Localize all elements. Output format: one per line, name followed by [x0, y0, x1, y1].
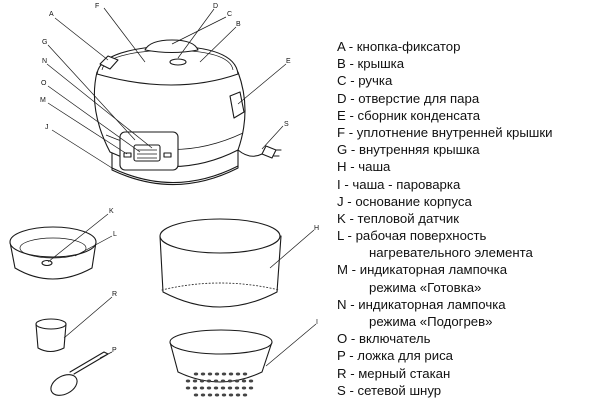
callout-g: G	[42, 39, 47, 46]
steamer-hole	[228, 393, 234, 397]
callout-o: O	[41, 80, 47, 87]
callout-p: P	[112, 347, 117, 354]
legend-item: C - ручка	[337, 73, 393, 89]
callout-h: H	[314, 225, 319, 232]
steamer-hole	[221, 372, 227, 376]
steamer-hole	[213, 386, 219, 390]
steamer-hole	[206, 386, 212, 390]
steamer-hole	[235, 372, 241, 376]
steamer-hole	[235, 393, 241, 397]
callout-f: F	[95, 3, 99, 10]
condensate-collector	[229, 91, 245, 119]
steamer-hole	[242, 393, 248, 397]
steamer-hole	[200, 372, 206, 376]
steamer-hole	[234, 386, 240, 390]
legend-item: H - чаша	[337, 159, 391, 175]
steamer-hole	[185, 379, 191, 383]
steamer-hole	[185, 386, 191, 390]
legend-item: P - ложка для риса	[337, 348, 454, 364]
steamer-hole	[193, 372, 199, 376]
steamer-hole	[227, 379, 233, 383]
legend-item-continuation: нагревательного элемента	[369, 245, 533, 261]
thermal-sensor	[41, 259, 53, 267]
leader-lines	[46, 7, 317, 367]
lock-button	[99, 55, 119, 70]
callout-n: N	[42, 58, 47, 65]
legend-item: O - включатель	[337, 331, 431, 347]
cook-indicator	[123, 152, 132, 158]
steamer-hole	[248, 386, 254, 390]
plug	[261, 145, 277, 159]
heating-plate-rim	[9, 226, 97, 258]
steamer-hole	[228, 372, 234, 376]
legend-item: L - рабочая поверхность	[337, 228, 487, 244]
legend-item: D - отверстие для пара	[337, 90, 480, 106]
callout-r: R	[112, 291, 117, 298]
legend-item: G - внутренняя крышка	[337, 142, 480, 158]
steamer-hole	[199, 379, 205, 383]
steamer-hole	[214, 393, 220, 397]
callout-s: S	[284, 121, 289, 128]
steam-vent	[169, 58, 187, 66]
legend-item: J - основание корпуса	[337, 193, 472, 209]
steamer-hole	[192, 379, 198, 383]
legend-item: R - мерный стакан	[337, 365, 451, 381]
callout-b: B	[236, 21, 241, 28]
measuring-cup-illustration	[35, 318, 67, 353]
steamer-hole	[248, 379, 254, 383]
steamer-holes	[185, 372, 254, 397]
steamer-hole	[192, 386, 198, 390]
callout-a: A	[49, 11, 54, 18]
heating-plate-illustration	[9, 226, 97, 280]
steamer-hole	[206, 379, 212, 383]
callout-letters: A F D C B E G N O M J S K L R P H I	[40, 3, 319, 354]
callout-i: I	[316, 319, 318, 326]
legend-item-continuation: режима «Готовка»	[369, 279, 482, 295]
legend-item: S - сетевой шнур	[337, 382, 442, 398]
warm-indicator	[163, 152, 172, 158]
cooker-lid	[96, 45, 239, 86]
inner-pot-illustration	[159, 218, 282, 308]
pot-rim	[159, 218, 281, 254]
callout-c: C	[227, 11, 232, 18]
steamer-hole	[241, 379, 247, 383]
legend-item: A - кнопка-фиксатор	[337, 39, 461, 54]
steamer-hole	[207, 372, 213, 376]
legend-item: N - индикаторная лампочка	[337, 296, 506, 312]
callout-l: L	[113, 231, 117, 238]
rice-spoon-illustration	[50, 351, 109, 396]
rice-cooker-illustration	[93, 39, 282, 186]
steamer-hole	[234, 379, 240, 383]
steamer-rim	[169, 329, 273, 355]
steamer-hole	[241, 386, 247, 390]
legend-item: F - уплотнение внутренней крышки	[337, 124, 553, 140]
legend-item-continuation: режима «Подогрев»	[369, 314, 493, 329]
steamer-hole	[193, 393, 199, 397]
legend-item: I - чаша - пароварка	[337, 176, 461, 192]
legend-item: K - тепловой датчик	[337, 210, 460, 226]
steamer-hole	[220, 386, 226, 390]
steamer-hole	[199, 386, 205, 390]
steamer-hole	[221, 393, 227, 397]
callout-j: J	[45, 124, 49, 131]
callout-e: E	[286, 58, 291, 65]
steamer-hole	[242, 372, 248, 376]
steamer-hole	[213, 379, 219, 383]
steamer-hole	[214, 372, 220, 376]
callout-d: D	[213, 3, 218, 10]
steamer-hole	[227, 386, 233, 390]
switch-button	[133, 144, 161, 162]
steamer-hole	[220, 379, 226, 383]
callout-k: K	[109, 208, 114, 215]
steamer-hole	[207, 393, 213, 397]
legend-item: B - крышка	[337, 56, 405, 72]
legend-item: E - сборник конденсата	[337, 107, 481, 123]
steamer-basket-illustration	[169, 329, 273, 397]
callout-m: M	[40, 97, 46, 104]
steamer-hole	[200, 393, 206, 397]
legend-item: M - индикаторная лампочка	[337, 262, 508, 278]
